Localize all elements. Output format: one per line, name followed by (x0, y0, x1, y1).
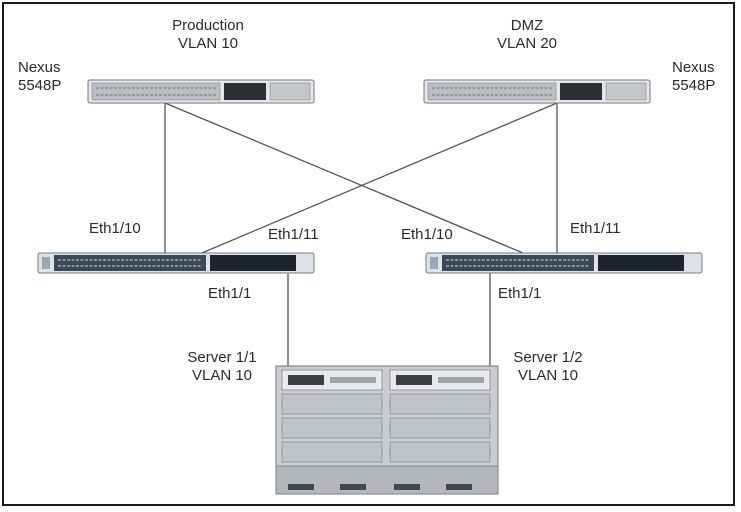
fabric-left-port-eth1-10: Eth1/10 (89, 220, 141, 237)
blade-chassis (275, 365, 499, 495)
link-dmz-fabric-left (189, 102, 558, 259)
fabric-right-port-eth1-11: Eth1/11 (570, 220, 621, 237)
dmz-label: DMZ VLAN 20 (477, 17, 577, 53)
fabric-left-port-eth1-11: Eth1/11 (268, 226, 319, 243)
links (164, 102, 558, 368)
nexus-left-model: Nexus (18, 59, 61, 76)
server-left-vlan: VLAN 10 (191, 367, 253, 384)
fabric-right-port-eth1-10: Eth1/10 (401, 226, 453, 243)
nexus-right-number: 5548P (672, 77, 716, 94)
nexus-switch-dmz (423, 79, 651, 104)
dmz-vlan: VLAN 20 (496, 35, 558, 52)
nexus-left-number: 5548P (18, 77, 62, 94)
server-right-name: Server 1/2 (513, 349, 583, 366)
server-left-name: Server 1/1 (187, 349, 257, 366)
fabric-interconnect-right (425, 252, 703, 274)
diagram-frame (2, 2, 735, 506)
fabric-right-port-eth1-1: Eth1/1 (498, 285, 542, 302)
link-production-fabric-right (164, 102, 536, 259)
fabric-left-port-eth1-1: Eth1/1 (208, 285, 252, 302)
dmz-title: DMZ (510, 17, 544, 34)
production-label: Production VLAN 10 (148, 17, 268, 53)
fabric-interconnect-left (37, 252, 315, 274)
server-right-vlan: VLAN 10 (517, 367, 579, 384)
nexus-right-label: Nexus 5548P (672, 59, 715, 95)
nexus-right-model: Nexus (672, 59, 715, 76)
server-right-label: Server 1/2 VLAN 10 (498, 349, 598, 385)
production-vlan: VLAN 10 (177, 35, 239, 52)
server-left-label: Server 1/1 VLAN 10 (172, 349, 272, 385)
nexus-left-label: Nexus 5548P (18, 59, 61, 95)
nexus-switch-production (87, 79, 315, 104)
production-title: Production (172, 17, 244, 34)
